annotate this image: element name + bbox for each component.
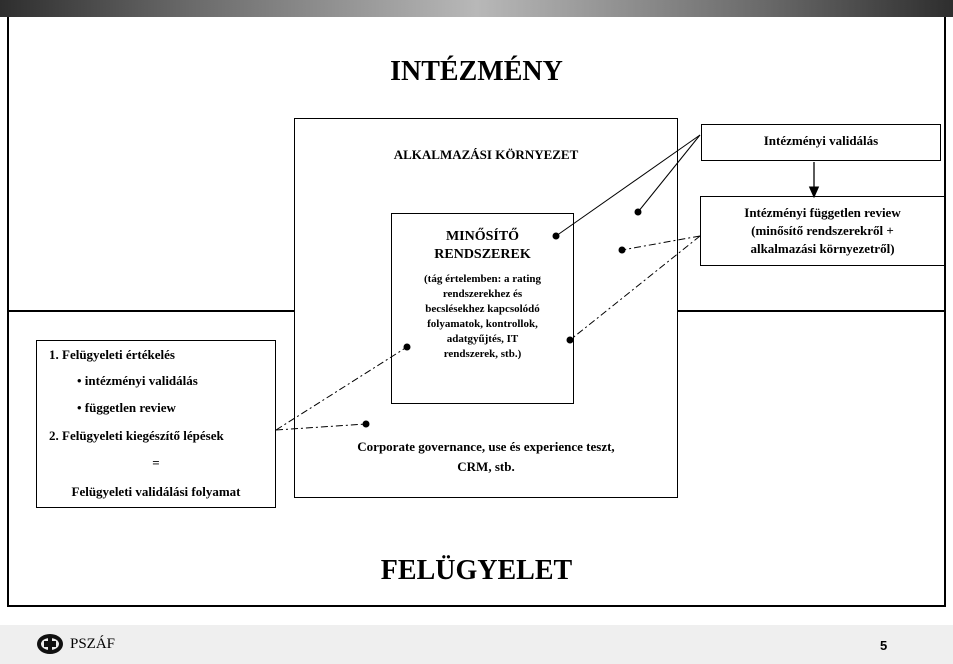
- rating-desc-line: rendszerekhez és: [442, 288, 523, 300]
- rating-desc-line: (tág értelemben: a rating: [424, 273, 541, 285]
- governance-line: Corporate governance, use és experience …: [357, 439, 615, 454]
- footer-logo-text: PSZÁF: [70, 636, 116, 652]
- rating-desc-line: rendszerek, stb.): [443, 348, 522, 360]
- review-line: alkalmazási környezetről): [750, 241, 895, 256]
- connector-dot: [618, 246, 626, 254]
- supervisory-equals: =: [152, 455, 160, 470]
- top-gradient-bar: [0, 0, 953, 17]
- page-number: 5: [880, 638, 888, 653]
- line-validation-environment: [637, 134, 701, 213]
- line-supervisory-governance: [275, 423, 367, 431]
- supervisory-line-3: • független review: [77, 400, 176, 415]
- review-box: [700, 196, 945, 266]
- rating-systems-box: [391, 213, 574, 404]
- connector-dot: [552, 232, 560, 240]
- review-text: Intézményi független review (minősítő re…: [700, 204, 945, 258]
- validation-box: [701, 124, 941, 161]
- institution-title: INTÉZMÉNY: [390, 56, 563, 87]
- rating-desc-line: becslésekhez kapcsolódó: [425, 303, 540, 315]
- supervisory-box: [36, 340, 276, 508]
- supervisory-line-6: Felügyeleti validálási folyamat: [71, 484, 241, 499]
- pszaf-logo-icon: [37, 634, 63, 654]
- line-validation-rating: [555, 134, 701, 237]
- supervisory-line-1: 1. Felügyeleti értékelés: [49, 347, 175, 362]
- connector-dot: [403, 343, 411, 351]
- divider-left: [7, 310, 297, 312]
- rating-systems-description: (tág értelemben: a rating rendszerekhez …: [391, 272, 574, 362]
- validation-label: Intézményi validálás: [763, 133, 879, 148]
- environment-label: ALKALMAZÁSI KÖRNYEZET: [393, 147, 579, 162]
- supervision-title: FELÜGYELET: [380, 555, 573, 586]
- connector-dot: [362, 420, 370, 428]
- supervisory-line-4: 2. Felügyeleti kiegészítő lépések: [49, 428, 224, 443]
- line-supervisory-rating: [275, 346, 408, 431]
- divider-right: [677, 310, 946, 312]
- governance-line: CRM, stb.: [457, 459, 515, 474]
- connector-dot: [634, 208, 642, 216]
- rating-systems-title-1: MINŐSÍTŐ: [445, 229, 520, 244]
- review-line: Intézményi független review: [744, 205, 901, 220]
- supervisory-line-2: • intézményi validálás: [77, 373, 198, 388]
- slide-frame: [7, 17, 946, 607]
- footer-bar: [0, 625, 953, 664]
- review-line: (minősítő rendszerekről +: [751, 223, 894, 238]
- line-review-environment: [621, 235, 701, 251]
- rating-desc-line: adatgyűjtés, IT: [446, 333, 519, 345]
- governance-text: Corporate governance, use és experience …: [294, 437, 678, 477]
- rating-systems-title-2: RENDSZEREK: [434, 247, 531, 262]
- connector-dot: [566, 336, 574, 344]
- line-review-rating: [569, 235, 701, 341]
- rating-desc-line: folyamatok, kontrollok,: [427, 318, 538, 330]
